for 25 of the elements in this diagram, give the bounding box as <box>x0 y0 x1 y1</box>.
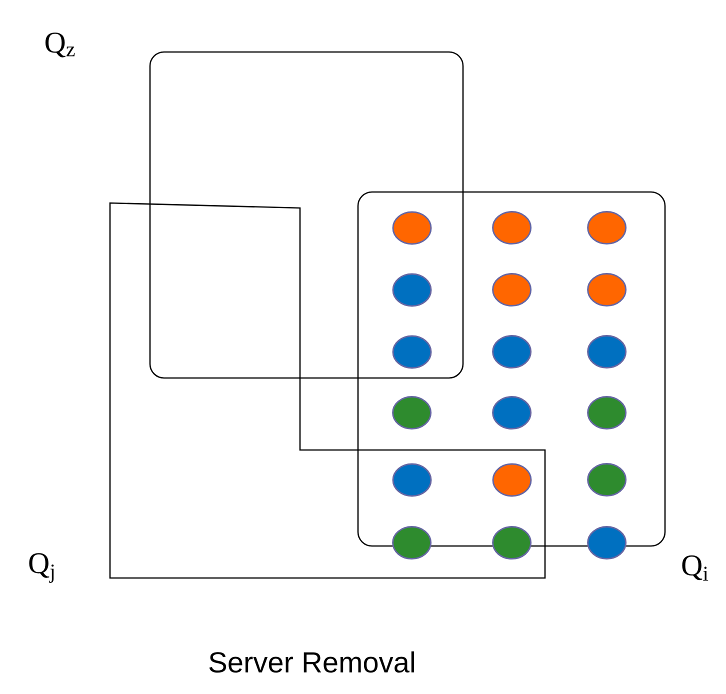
dot <box>392 463 432 497</box>
dot <box>587 273 627 307</box>
region-label: Q$_{i}$ <box>682 555 708 581</box>
dot <box>392 211 432 245</box>
region-label: Q$_{z}$ <box>45 32 75 58</box>
dot <box>587 526 627 560</box>
dot <box>392 396 432 430</box>
region-label: Q$_{j}$ <box>29 553 54 583</box>
dot <box>492 273 532 307</box>
region-outline <box>149 51 464 379</box>
dot <box>492 526 532 560</box>
caption: Server Removal <box>209 651 414 673</box>
dot <box>392 335 432 369</box>
dot <box>492 396 532 430</box>
dot <box>492 463 532 497</box>
region-outline <box>357 191 666 547</box>
dot <box>392 526 432 560</box>
dot <box>492 211 532 245</box>
dot <box>587 211 627 245</box>
dot <box>392 273 432 307</box>
dot <box>492 335 532 369</box>
dot <box>587 335 627 369</box>
dot <box>587 463 627 497</box>
region-outline <box>109 202 546 579</box>
dot <box>587 396 627 430</box>
